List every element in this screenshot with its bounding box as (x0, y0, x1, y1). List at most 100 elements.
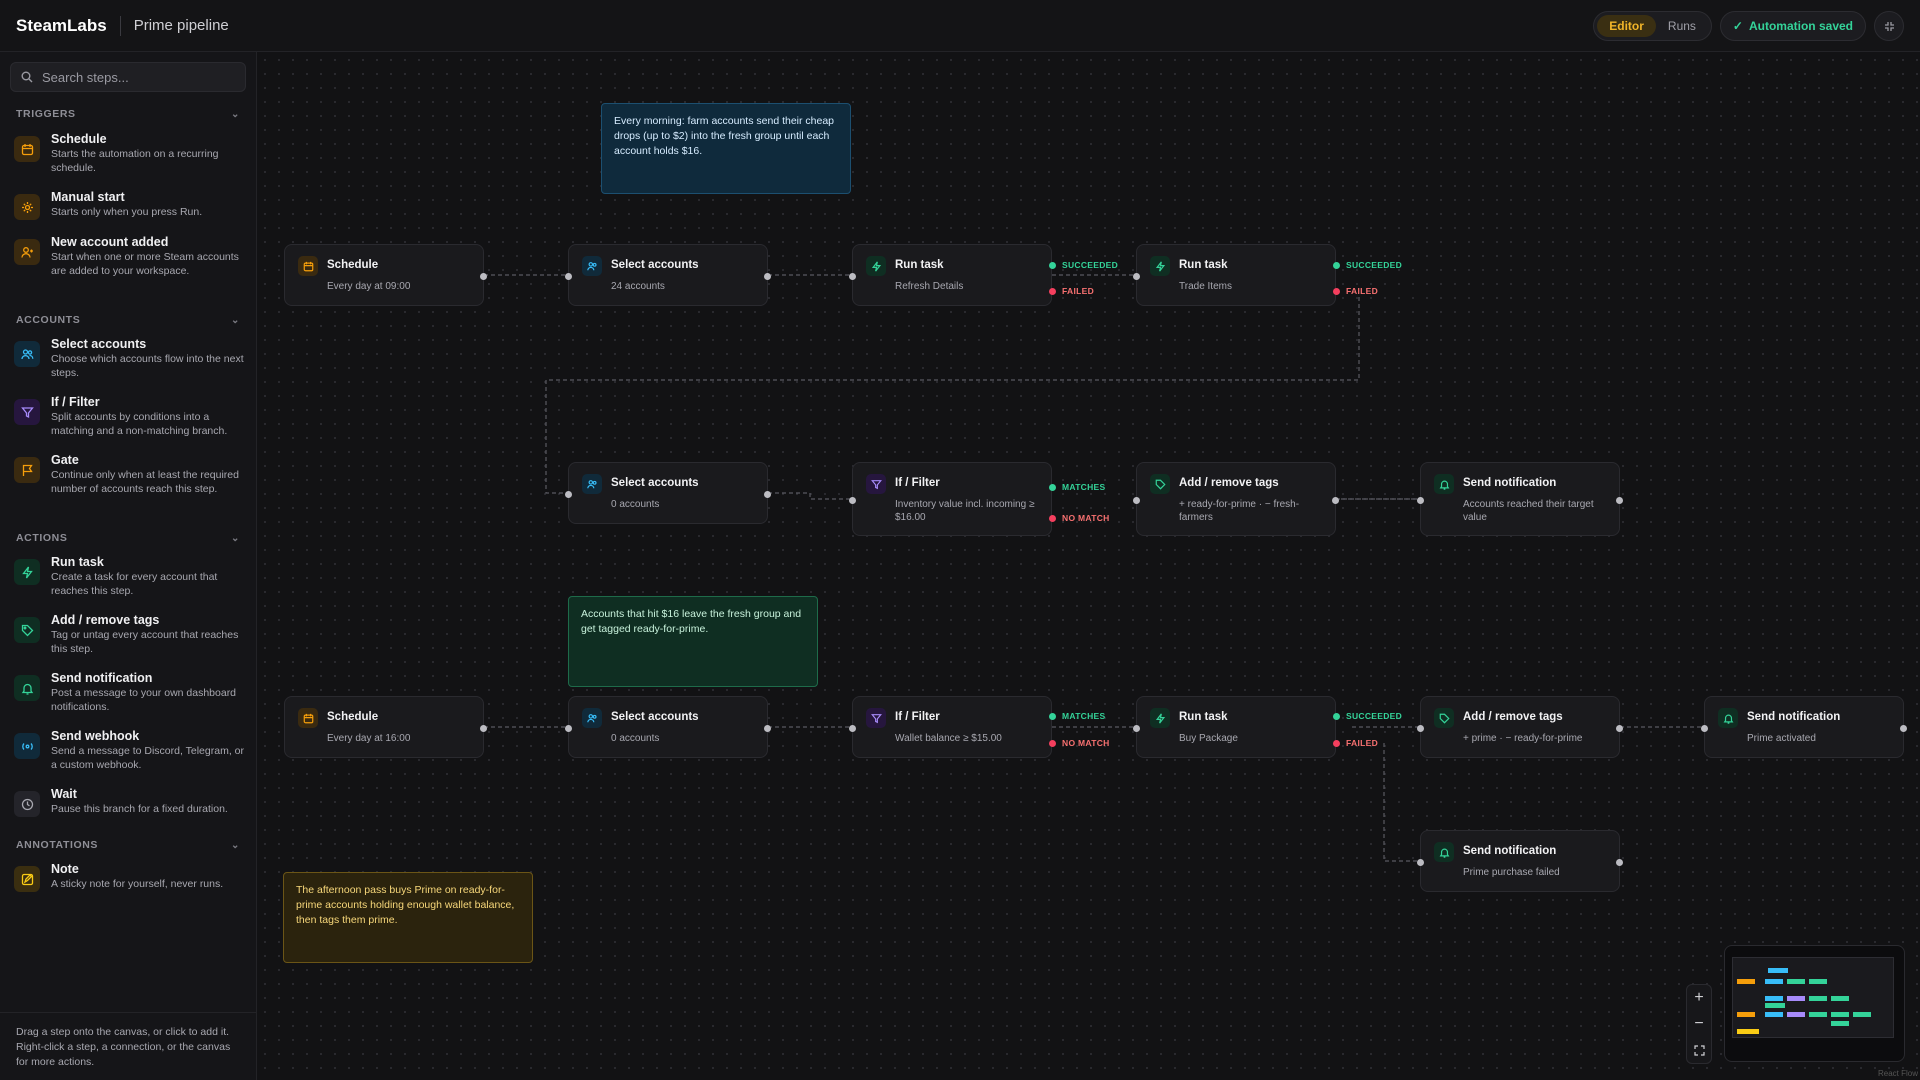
minimap-node (1737, 1029, 1759, 1034)
status-dot (1049, 712, 1056, 720)
output-label: SUCCEEDED (1346, 711, 1403, 721)
output-succeeded[interactable]: SUCCEEDED (1049, 260, 1118, 270)
node-subtitle: + ready-for-prime · − fresh-farmers (1179, 499, 1300, 523)
zoom-out-button[interactable]: − (1694, 1015, 1704, 1032)
node-select-accounts[interactable]: Select accounts 0 accounts (565, 696, 771, 758)
bell-icon (1718, 708, 1738, 728)
output-label: MATCHES (1062, 711, 1106, 721)
bolt-icon (866, 256, 886, 276)
output-no-match[interactable]: NO MATCH (1049, 513, 1110, 523)
node-send-notification[interactable]: Send notification Prime purchase failed (1417, 830, 1623, 892)
output-no-match[interactable]: NO MATCH (1049, 738, 1110, 748)
node-subtitle: Wallet balance ≥ $15.00 (895, 733, 1002, 744)
node-run-task[interactable]: Run task Refresh Details (849, 244, 1052, 306)
node-subtitle: 0 accounts (611, 499, 660, 510)
node-send-notification[interactable]: Send notification Prime activated (1701, 696, 1907, 758)
input-handle[interactable] (1417, 725, 1424, 732)
input-handle[interactable] (565, 725, 572, 732)
input-handle[interactable] (1701, 725, 1708, 732)
input-handle[interactable] (1417, 859, 1424, 866)
node-select-accounts[interactable]: Select accounts 0 accounts (565, 462, 771, 524)
filter-icon (14, 399, 40, 425)
tab-runs[interactable]: Runs (1667, 19, 1696, 33)
node-schedule[interactable]: Schedule Every day at 09:00 (284, 244, 487, 306)
workflow-canvas[interactable]: Every morning: farm accounts send their … (258, 53, 1920, 1080)
output-handle[interactable] (1616, 859, 1623, 866)
users-icon (582, 256, 602, 276)
output-failed[interactable]: FAILED (1049, 286, 1094, 296)
minimap-node (1809, 1012, 1827, 1017)
output-succeeded[interactable]: SUCCEEDED (1333, 711, 1402, 721)
sticky-note[interactable]: The afternoon pass buys Prime on ready-f… (283, 872, 533, 963)
output-handle[interactable] (764, 491, 771, 498)
section-annotations[interactable]: ANNOTATIONS⌄ (16, 839, 240, 851)
node-if-filter[interactable]: If / Filter Wallet balance ≥ $15.00 (849, 696, 1052, 758)
minimap[interactable] (1724, 945, 1905, 1062)
output-handle[interactable] (1616, 725, 1623, 732)
item-desc: Tag or untag every account that reaches … (51, 629, 239, 655)
output-handle[interactable] (764, 725, 771, 732)
node-title: Run task (1179, 711, 1228, 723)
input-handle[interactable] (849, 725, 856, 732)
node-if-filter[interactable]: If / Filter Inventory value incl. incomi… (849, 462, 1052, 536)
zoom-in-button[interactable]: + (1694, 989, 1704, 1006)
section-triggers[interactable]: TRIGGERS⌄ (16, 108, 240, 120)
node-title: Select accounts (611, 477, 699, 489)
section-actions[interactable]: ACTIONS⌄ (16, 532, 240, 544)
search-box[interactable] (10, 62, 246, 92)
react-flow-attribution[interactable]: React Flow (1877, 1069, 1918, 1078)
output-handle[interactable] (1616, 497, 1623, 504)
sticky-note[interactable]: Accounts that hit $16 leave the fresh gr… (568, 596, 818, 687)
input-handle[interactable] (565, 273, 572, 280)
output-handle[interactable] (1332, 497, 1339, 504)
input-handle[interactable] (849, 497, 856, 504)
output-handle[interactable] (480, 273, 487, 280)
fit-view-button[interactable] (1687, 1037, 1711, 1063)
output-handle[interactable] (480, 725, 487, 732)
output-matches[interactable]: MATCHES (1049, 482, 1106, 492)
node-add-remove-tags[interactable]: Add / remove tags + ready-for-prime · − … (1133, 462, 1339, 536)
input-handle[interactable] (1133, 273, 1140, 280)
input-handle[interactable] (849, 273, 856, 280)
node-title: Run task (1179, 259, 1228, 271)
input-handle[interactable] (1133, 497, 1140, 504)
output-failed[interactable]: FAILED (1333, 738, 1378, 748)
node-add-remove-tags[interactable]: Add / remove tags + prime · − ready-for-… (1417, 696, 1623, 758)
header-divider (119, 15, 121, 36)
node-select-accounts[interactable]: Select accounts 24 accounts (565, 244, 771, 306)
sticky-note[interactable]: Every morning: farm accounts send their … (601, 103, 851, 194)
output-handle[interactable] (764, 273, 771, 280)
section-accounts[interactable]: ACCOUNTS⌄ (16, 314, 240, 326)
node-schedule[interactable]: Schedule Every day at 16:00 (284, 696, 487, 758)
node-send-notification[interactable]: Send notification Accounts reached their… (1417, 462, 1623, 536)
node-run-task[interactable]: Run task Trade Items (1133, 244, 1336, 306)
fullscreen-button[interactable] (1874, 11, 1904, 41)
output-handle[interactable] (1900, 725, 1907, 732)
node-run-task[interactable]: Run task Buy Package (1133, 696, 1336, 758)
output-succeeded[interactable]: SUCCEEDED (1333, 260, 1402, 270)
input-handle[interactable] (1133, 725, 1140, 732)
search-input[interactable] (42, 69, 232, 85)
node-title: Schedule (327, 259, 379, 271)
filter-icon (866, 708, 886, 728)
minimap-node (1765, 1012, 1783, 1017)
output-matches[interactable]: MATCHES (1049, 711, 1106, 721)
item-desc: Pause this branch for a fixed duration. (51, 803, 228, 815)
tab-editor[interactable]: Editor (1597, 15, 1656, 37)
input-handle[interactable] (565, 491, 572, 498)
item-desc: Continue only when at least the required… (51, 469, 239, 495)
input-handle[interactable] (1417, 497, 1424, 504)
output-failed[interactable]: FAILED (1333, 286, 1378, 296)
